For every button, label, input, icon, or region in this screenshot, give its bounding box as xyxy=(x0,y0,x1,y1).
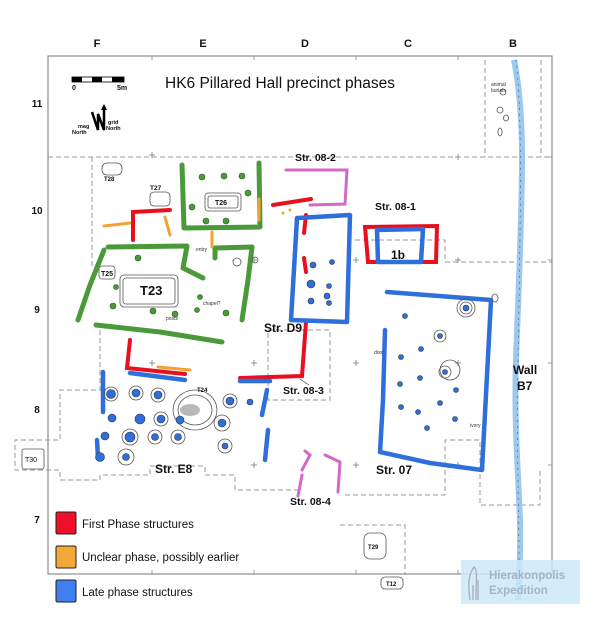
label-str-e8: Str. E8 xyxy=(155,462,193,476)
blue-structures xyxy=(94,212,494,473)
row-label-7: 7 xyxy=(34,515,40,526)
tomb-labels: T28 T27 T26 T25 T23 T24 T30 T29 T12 xyxy=(25,177,397,588)
label-str-07: Str. 07 xyxy=(376,463,412,477)
watermark-line-1: Hierakonpolis xyxy=(489,570,565,582)
posts-note: posts xyxy=(166,316,178,322)
animal-burials-features: animal burials xyxy=(491,82,509,137)
label-str-1b: 1b xyxy=(391,248,405,262)
chapel-note: chapel? xyxy=(203,301,221,307)
tomb-label-t28: T28 xyxy=(104,177,115,183)
hierakonpolis-watermark: Hierakonpolis Expedition xyxy=(461,560,580,604)
legend-label-first-phase: First Phase structures xyxy=(82,519,194,531)
label-str-08-3: Str. 08-3 xyxy=(283,385,324,397)
red-structures xyxy=(124,197,440,380)
row-labels: 11 10 9 8 7 xyxy=(31,99,43,526)
label-str-d9: Str. D9 xyxy=(264,321,302,335)
legend-swatch-late-phase xyxy=(55,579,77,603)
tomb-label-t12: T12 xyxy=(386,582,397,588)
north-arrow-icon: mag North grid North xyxy=(72,104,121,136)
animal-burials-label: animal xyxy=(491,82,506,88)
legend-label-unclear-phase: Unclear phase, possibly earlier xyxy=(82,552,239,564)
label-wall-b7: Wall xyxy=(513,363,537,377)
door-note: door xyxy=(374,350,384,356)
animal-burials-label-2: burials xyxy=(491,88,506,94)
column-label-d: D xyxy=(301,38,309,50)
tomb-label-t27: T27 xyxy=(150,185,162,192)
map-title: HK6 Pillared Hall precinct phases xyxy=(165,75,395,92)
row-label-9: 9 xyxy=(34,305,40,316)
column-label-b: B xyxy=(509,38,517,50)
legend-swatch-unclear-phase xyxy=(55,545,77,569)
column-label-e: E xyxy=(199,38,206,50)
tomb-label-t24: T24 xyxy=(197,388,208,394)
legend-swatch-first-phase xyxy=(55,511,77,535)
tomb-label-t30: T30 xyxy=(25,457,37,464)
grid-north-label-2: North xyxy=(106,126,121,132)
legend-label-late-phase: Late phase structures xyxy=(82,587,193,599)
excavation-boundaries xyxy=(14,60,552,575)
structure-labels: Str. 08-2 Str. 08-1 1b Str. D9 Str. 08-3… xyxy=(155,152,537,508)
watermark-figure-icon xyxy=(468,566,479,601)
tombs xyxy=(21,162,404,590)
wall-b7-channel xyxy=(511,59,526,601)
row-label-10: 10 xyxy=(31,206,43,217)
scale-end-label: 5m xyxy=(117,85,127,92)
mag-north-label-2: North xyxy=(72,130,87,136)
column-label-f: F xyxy=(94,38,101,50)
label-str-08-4: Str. 08-4 xyxy=(290,496,331,508)
pink-structures xyxy=(284,168,349,498)
label-wall-b7-2: B7 xyxy=(517,379,533,393)
row-label-11: 11 xyxy=(32,99,43,110)
tomb-label-t29: T29 xyxy=(368,545,379,551)
watermark-line-2: Expedition xyxy=(489,585,548,597)
label-str-08-2: Str. 08-2 xyxy=(295,152,336,164)
annotations: entry chapel? posts door ivory xyxy=(166,247,481,429)
scale-start-label: 0 xyxy=(72,85,76,92)
green-structures xyxy=(75,160,263,345)
tomb-label-t26: T26 xyxy=(215,200,227,207)
mag-north-label: mag xyxy=(78,124,89,130)
tomb-label-t23: T23 xyxy=(140,283,162,298)
ivory-note: ivory xyxy=(470,423,481,429)
row-label-8: 8 xyxy=(34,405,40,416)
orange-structures xyxy=(102,197,292,372)
entry-note: entry xyxy=(196,247,208,253)
legend: First Phase structures Unclear phase, po… xyxy=(55,511,239,603)
column-labels: F E D C B xyxy=(94,38,517,50)
label-str-08-1: Str. 08-1 xyxy=(375,201,416,213)
pit-outlines xyxy=(103,256,499,466)
column-label-c: C xyxy=(404,38,412,50)
grid-north-label: grid xyxy=(108,120,118,126)
map-frame xyxy=(47,55,553,575)
tomb-label-t25: T25 xyxy=(101,271,113,278)
scale-bar: 0 5m xyxy=(71,76,127,92)
